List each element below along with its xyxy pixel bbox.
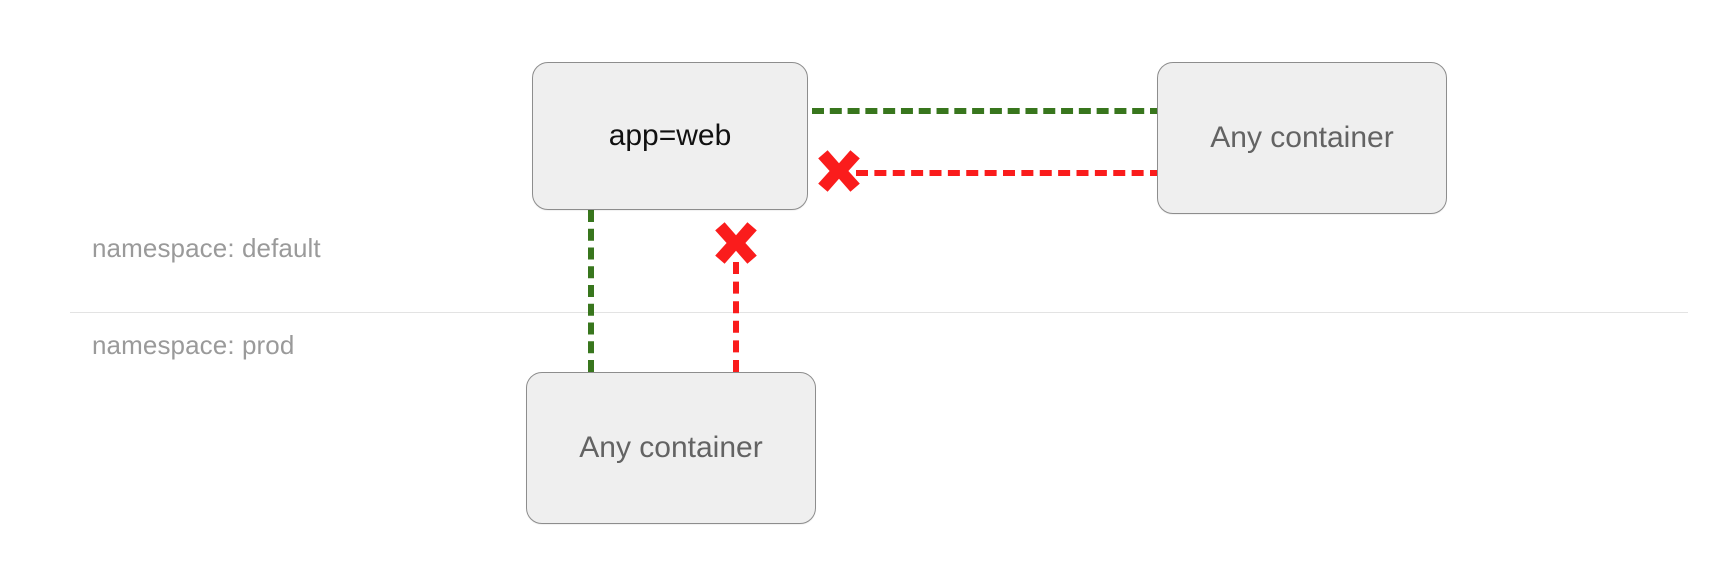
blocked-x-icon-down [709, 216, 763, 270]
edge-deny-app-web-to-any-container-default [856, 170, 1162, 176]
node-any-container-default-label: Any container [1210, 121, 1394, 154]
edge-allow-app-web-to-any-container-prod [588, 210, 594, 372]
node-any-container-prod-label: Any container [579, 431, 763, 464]
namespace-label-default: namespace: default [92, 233, 321, 263]
node-app-web-label: app=web [608, 119, 732, 152]
blocked-x-icon-right [812, 144, 866, 198]
node-any-container-prod[interactable]: Any container [526, 372, 816, 524]
edge-allow-app-web-to-any-container-default [812, 108, 1162, 114]
node-app-web[interactable]: app=web [532, 62, 808, 210]
namespace-label-prod: namespace: prod [92, 330, 295, 360]
namespace-divider [70, 312, 1688, 313]
node-any-container-default[interactable]: Any container [1157, 62, 1447, 214]
edge-deny-app-web-to-any-container-prod [733, 262, 739, 372]
